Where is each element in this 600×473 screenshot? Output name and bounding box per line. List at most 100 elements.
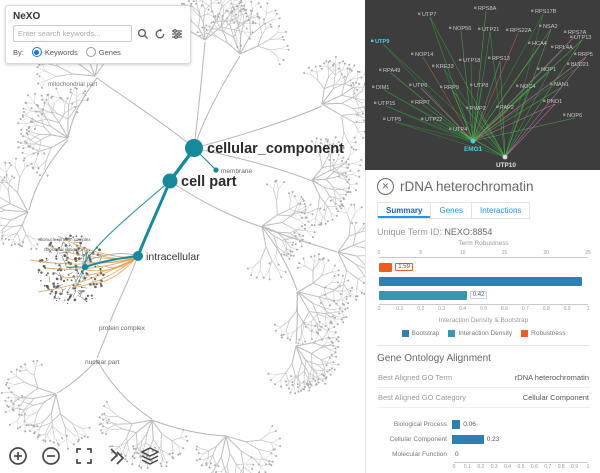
- unique-term-id-value: NEXO:8854: [444, 227, 493, 237]
- tab-summary[interactable]: Summary: [377, 202, 432, 219]
- gene-node[interactable]: UTP4: [453, 127, 467, 133]
- zoom-in-button[interactable]: [6, 444, 30, 468]
- gene-node[interactable]: UTP5: [387, 117, 401, 123]
- gene-node[interactable]: UTP22: [425, 117, 442, 123]
- gene-node[interactable]: BUD21: [571, 62, 589, 68]
- network-edge: [472, 117, 576, 142]
- settings-icon[interactable]: [170, 27, 183, 40]
- network-edge: [472, 60, 501, 142]
- gene-node[interactable]: RPS7A: [568, 30, 587, 36]
- gene-node[interactable]: KRE33: [436, 64, 454, 70]
- gene-node[interactable]: UTP15: [378, 101, 395, 107]
- gene-node[interactable]: EMG1: [464, 146, 483, 153]
- label-intracellular: intracellular: [146, 251, 200, 263]
- gene-node[interactable]: RRP7: [415, 100, 430, 106]
- network-edge: [472, 88, 529, 142]
- gene-node-marker: [567, 62, 570, 65]
- axis-tick: 0.9: [571, 464, 579, 470]
- legend-swatch: [521, 330, 529, 337]
- gene-node-marker: [496, 105, 499, 108]
- expand-button[interactable]: [105, 444, 129, 468]
- gene-node[interactable]: PWP2: [470, 106, 486, 112]
- network-edge: [504, 88, 529, 158]
- refresh-icon[interactable]: [153, 27, 166, 40]
- node-cell-part[interactable]: [162, 173, 178, 189]
- gene-node-marker: [440, 85, 443, 88]
- gene-node[interactable]: RPS17B: [535, 9, 557, 15]
- network-edge: [460, 131, 506, 158]
- zoom-out-button[interactable]: [39, 444, 63, 468]
- axis-tick: 5: [419, 250, 423, 256]
- gene-node[interactable]: UTP9: [375, 39, 389, 45]
- label-ribosomal-subunit: ribosomal subunit: [44, 247, 80, 252]
- axis-tick: 0.1: [396, 306, 404, 312]
- gene-node[interactable]: RRP5: [578, 52, 593, 58]
- node-cellular-component[interactable]: [185, 139, 203, 157]
- axis-tick: 1: [586, 464, 590, 470]
- gene-node-marker: [474, 6, 477, 9]
- close-icon[interactable]: ✕: [377, 178, 394, 195]
- gene-node[interactable]: UTP10: [496, 162, 516, 169]
- robustness-bar: [379, 262, 393, 272]
- gene-node[interactable]: UTP7: [422, 12, 436, 18]
- gene-node-marker: [418, 12, 421, 15]
- gene-node[interactable]: NSA2: [543, 24, 558, 30]
- network-edge: [472, 45, 541, 142]
- gene-node[interactable]: RPS13: [492, 56, 510, 62]
- gene-node[interactable]: NOC4: [520, 84, 536, 90]
- search-mode-options: By: Keywords Genes: [13, 47, 183, 57]
- go-term-label: Best Aligned GO Term: [378, 373, 453, 382]
- label-membrane: membrane: [221, 168, 252, 175]
- network-edge: [451, 89, 506, 158]
- network-edge: [504, 56, 587, 158]
- go-category-row: Best Aligned GO Category Cellular Compon…: [377, 388, 590, 408]
- gene-node[interactable]: UTP8: [474, 83, 488, 89]
- gene-node[interactable]: RPA49: [383, 68, 400, 74]
- gene-node[interactable]: RPL4A: [555, 45, 573, 51]
- node-intracellular[interactable]: [133, 251, 143, 261]
- gene-node[interactable]: NOP56: [453, 26, 471, 32]
- gene-node[interactable]: RPS8A: [478, 6, 497, 12]
- gene-node-marker: [374, 101, 377, 104]
- gene-node[interactable]: UTP21: [482, 27, 499, 33]
- axis-tick: 0.3: [490, 464, 498, 470]
- label-mitochondrial-part: mitochondrial part: [48, 81, 97, 88]
- density-bootstrap-axis-label: Interaction Density & Bootstrap: [438, 317, 529, 324]
- legend-label: Bootstrap: [411, 330, 440, 337]
- gene-node-marker: [459, 58, 462, 61]
- search-input[interactable]: [13, 25, 132, 42]
- label-nuclear-part: nuclear part: [85, 359, 120, 366]
- gene-node[interactable]: HCA4: [532, 41, 547, 47]
- radio-genes[interactable]: Genes: [85, 47, 121, 57]
- layers-button[interactable]: [138, 444, 162, 468]
- gene-node[interactable]: RRP9: [444, 85, 459, 91]
- fit-screen-button[interactable]: [72, 444, 96, 468]
- search-panel: NeXO By: Keywords Genes: [5, 5, 191, 64]
- gene-node[interactable]: NAN1: [554, 82, 569, 88]
- tree-spines: [28, 41, 338, 437]
- gene-node[interactable]: NOP6: [567, 113, 582, 119]
- ontology-tree-canvas[interactable]: cellular_component cell part intracellul…: [0, 0, 365, 473]
- node-membrane[interactable]: [213, 167, 219, 173]
- go-chart-category: Cellular Component: [389, 436, 447, 443]
- gene-node-marker: [488, 56, 491, 59]
- gene-node[interactable]: DIM1: [376, 85, 389, 91]
- gene-node[interactable]: NOP14: [415, 52, 433, 58]
- node-selected-term[interactable]: [81, 263, 89, 271]
- gene-node[interactable]: NOP1: [541, 67, 556, 73]
- gene-node[interactable]: PNO1: [547, 99, 562, 105]
- gene-node[interactable]: UTP13: [574, 35, 591, 41]
- radio-keywords[interactable]: Keywords: [31, 47, 78, 57]
- gene-node[interactable]: UTP18: [463, 58, 480, 64]
- tab-interactions[interactable]: Interactions: [472, 202, 531, 219]
- gene-node-marker: [421, 117, 424, 120]
- gene-node[interactable]: UTP6: [413, 83, 427, 89]
- gene-node[interactable]: RPS22A: [510, 28, 532, 34]
- legend-label: Interaction Density: [458, 330, 513, 337]
- gene-node[interactable]: PAP2: [500, 105, 514, 111]
- search-icon[interactable]: [136, 27, 149, 40]
- tab-genes[interactable]: Genes: [431, 202, 473, 219]
